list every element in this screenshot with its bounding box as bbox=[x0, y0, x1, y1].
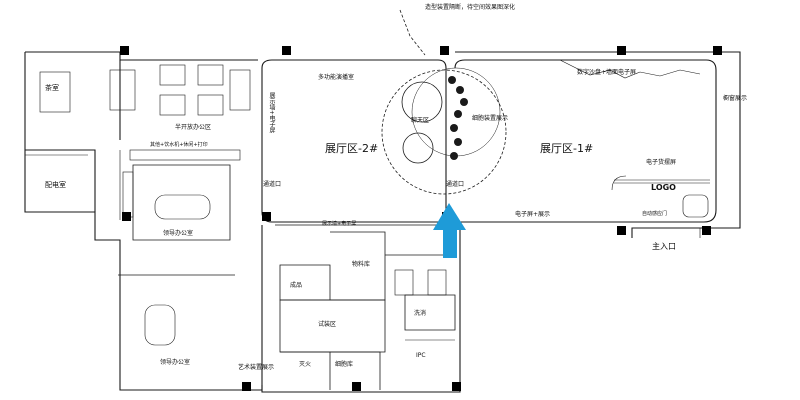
label-passage-left: 通道口 bbox=[263, 181, 282, 188]
label-vertical-screen: 展示墙+电子屏 bbox=[268, 92, 275, 134]
furniture bbox=[39, 64, 709, 346]
label-e-shelf: 电子货摆屏 bbox=[646, 159, 677, 166]
label-details-display: 细胞装置展示 bbox=[472, 115, 509, 122]
label-fire: 灭火 bbox=[299, 361, 312, 368]
walls bbox=[24, 51, 741, 393]
cell-display-beads bbox=[448, 76, 468, 160]
label-ipc: IPC bbox=[416, 352, 426, 359]
label-digital-sandtable: 数字沙盘+墙面电子屏 bbox=[577, 69, 637, 76]
label-chat-area: 聊天区 bbox=[411, 117, 430, 124]
annotation-top: 造型装置隔断，待空间效果图深化 bbox=[425, 4, 516, 11]
label-leader-office-1: 领导办公室 bbox=[163, 230, 194, 237]
dashed-ring bbox=[381, 9, 507, 195]
label-auto-door: 自动感应门 bbox=[642, 211, 668, 217]
label-distribution-room: 配电室 bbox=[45, 181, 66, 189]
label-passage-right: 通道口 bbox=[446, 181, 465, 188]
structural-columns bbox=[120, 46, 722, 391]
label-fitting: 试装区 bbox=[318, 321, 337, 328]
label-logo: LOGO bbox=[651, 183, 676, 192]
label-open-office: 半开放办公区 bbox=[175, 124, 212, 131]
label-tea-room: 茶室 bbox=[45, 84, 59, 92]
label-display-wall-screen: 展示墙+电子屏 bbox=[322, 221, 357, 227]
label-hall-2: 展厅区-2# bbox=[325, 142, 379, 155]
label-art-display: 艺术装置展示 bbox=[238, 364, 275, 371]
label-window-display: 橱窗展示 bbox=[723, 95, 748, 102]
label-wash: 洗消 bbox=[414, 310, 427, 317]
label-hall-1: 展厅区-1# bbox=[540, 142, 594, 155]
label-storage: 物料库 bbox=[352, 261, 371, 268]
label-main-entrance: 主入口 bbox=[652, 242, 676, 251]
label-e-screen-display: 电子屏+展示 bbox=[515, 211, 551, 218]
label-cell-library: 细胞库 bbox=[335, 361, 354, 368]
label-printer-area: 其他+饮水机+休闲+打印 bbox=[150, 142, 208, 148]
label-finished: 成品 bbox=[290, 282, 303, 289]
label-multimedia-room: 多功能演播室 bbox=[318, 74, 355, 81]
label-leader-office-2: 领导办公室 bbox=[160, 359, 191, 366]
entrance-arrow bbox=[433, 203, 466, 258]
